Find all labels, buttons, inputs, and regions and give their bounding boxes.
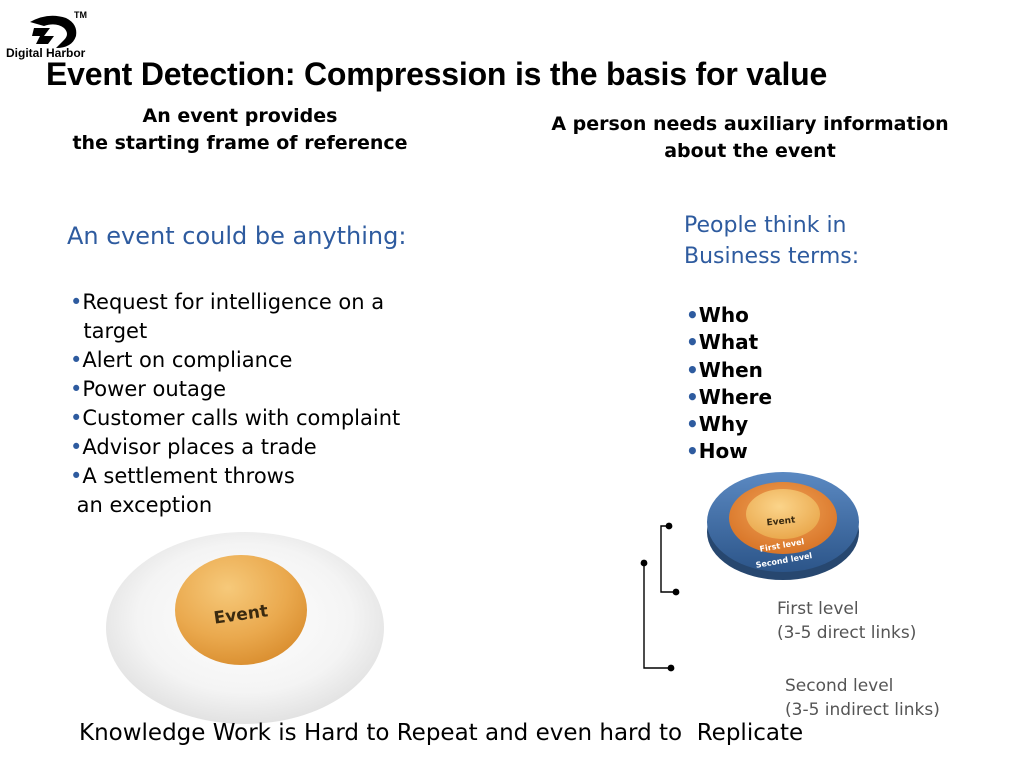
list-item: •Advisor places a trade [70, 435, 317, 459]
bullet: • [70, 290, 83, 314]
left-subtitle-line-2: the starting frame of reference [72, 132, 408, 154]
bullet: • [686, 303, 699, 327]
event-examples-list: •Request for intelligence on a target •A… [70, 288, 400, 520]
footer-caption: Knowledge Work is Hard to Repeat and eve… [79, 720, 804, 746]
right-subtitle-line-2: about the event [664, 140, 836, 162]
list-item: •Request for intelligence on a [70, 290, 385, 314]
bullet: • [70, 435, 83, 459]
ring-center-label: Event [766, 515, 796, 528]
business-terms-list: •Who •What •When •Where •Why •How [686, 302, 772, 466]
left-subtitle-line-1: An event provides [142, 105, 338, 127]
list-item: •Alert on compliance [70, 348, 293, 372]
bullet: • [686, 384, 699, 409]
bullet: • [686, 439, 699, 464]
bullet: • [70, 377, 83, 401]
list-item: •Who [686, 303, 749, 327]
first-level-caption: First level (3-5 direct links) [777, 599, 917, 643]
bullet: • [70, 348, 83, 372]
list-item: •Why [686, 412, 749, 437]
right-subtitle-line-1: A person needs auxiliary information [551, 113, 949, 135]
list-item: •When [686, 357, 763, 382]
list-item: •A settlement throws [70, 464, 295, 488]
list-item: •Where [686, 384, 773, 409]
level-connector-lines [640, 522, 680, 672]
bullet: • [686, 412, 699, 437]
trademark-mark: TM [74, 10, 87, 20]
digital-harbor-logo: TM [30, 10, 87, 48]
list-item: •Customer calls with complaint [70, 406, 401, 430]
left-heading: An event could be anything: [67, 222, 407, 250]
brand-name: Digital Harbor [6, 46, 86, 60]
bullet: • [70, 464, 83, 488]
second-level-caption: Second level (3-5 indirect links) [785, 676, 940, 720]
right-heading-line-1: People think in [684, 213, 847, 238]
list-item: •Power outage [70, 377, 227, 401]
right-subtitle: A person needs auxiliary information abo… [500, 111, 1000, 165]
right-heading-line-2: Business terms: [684, 244, 860, 269]
bullet: • [686, 357, 699, 382]
slide-title: Event Detection: Compression is the basi… [46, 56, 828, 92]
concentric-levels-diagram: Event First level Second level [707, 472, 859, 580]
left-subtitle: An event provides the starting frame of … [30, 103, 450, 157]
list-item-continuation: an exception [70, 493, 213, 517]
list-item: •What [686, 330, 759, 355]
bullet: • [70, 406, 83, 430]
right-heading: People think in Business terms: [684, 210, 859, 272]
bullet: • [686, 330, 699, 355]
event-circle-diagram: Event [106, 532, 384, 724]
list-item-continuation: target [70, 319, 148, 343]
list-item: •How [686, 439, 748, 464]
